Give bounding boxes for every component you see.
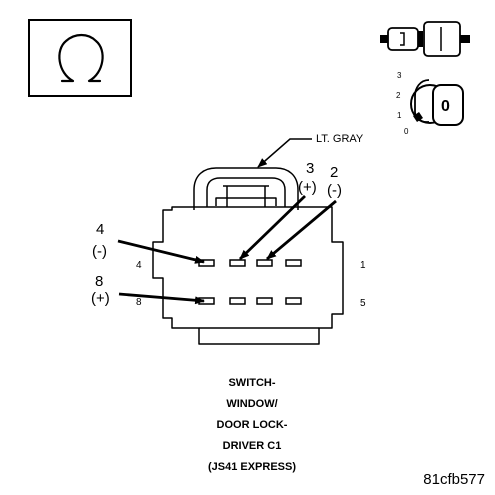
pin-cavities <box>198 259 302 305</box>
ignition-key-icon: 3 2 1 0 0 <box>396 71 464 136</box>
callout-pin4-polarity: (-) <box>92 243 107 260</box>
callout-pin4-number: 4 <box>96 221 104 238</box>
callout-pin3-number: 3 <box>306 160 314 177</box>
wire-color-leader <box>257 138 312 168</box>
pin-cavity-2 <box>256 259 273 267</box>
pin-cavity-7 <box>229 297 246 305</box>
face-label-bottom-right: 5 <box>360 298 366 309</box>
callout-arrows <box>117 194 337 305</box>
pin-cavity-3 <box>229 259 246 267</box>
caption-line-5: (JS41 EXPRESS) <box>208 461 296 473</box>
callout-arrow-pin3 <box>239 194 306 261</box>
connector-plug-icon <box>380 21 470 57</box>
callout-arrow-pin2 <box>266 199 337 261</box>
key-position-2: 2 <box>396 91 401 100</box>
key-label: 0 <box>441 98 450 115</box>
callout-pin8-polarity: (+) <box>91 290 110 307</box>
face-label-top-right: 1 <box>360 260 366 271</box>
callout-pin2-number: 2 <box>330 164 338 181</box>
ohmmeter-symbol-icon <box>28 19 132 97</box>
pin-cavity-6 <box>256 297 273 305</box>
key-position-1: 1 <box>397 111 402 120</box>
caption-line-3: DOOR LOCK- <box>217 419 288 431</box>
connector-caption: SWITCH- WINDOW/ DOOR LOCK- DRIVER C1 (JS… <box>208 377 296 473</box>
connector-body <box>152 167 344 345</box>
pin-cavity-5 <box>285 297 302 305</box>
callout-pin8-number: 8 <box>95 273 103 290</box>
caption-line-1: SWITCH- <box>228 377 275 389</box>
caption-line-2: WINDOW/ <box>226 398 277 410</box>
callout-arrow-pin4 <box>117 239 205 264</box>
caption-line-4: DRIVER C1 <box>223 440 282 452</box>
face-label-bottom-left: 8 <box>136 297 142 308</box>
callout-pin2-polarity: (-) <box>327 182 342 199</box>
face-label-top-left: 4 <box>136 260 142 271</box>
key-position-3: 3 <box>397 71 402 80</box>
figure-id: 81cfb577 <box>423 471 485 488</box>
wire-color-label: LT. GRAY <box>316 133 364 145</box>
pin-cavity-1 <box>285 259 302 267</box>
key-position-0: 0 <box>404 127 409 136</box>
callout-arrow-pin8 <box>118 292 205 305</box>
callout-pin3-polarity: (+) <box>298 179 317 196</box>
